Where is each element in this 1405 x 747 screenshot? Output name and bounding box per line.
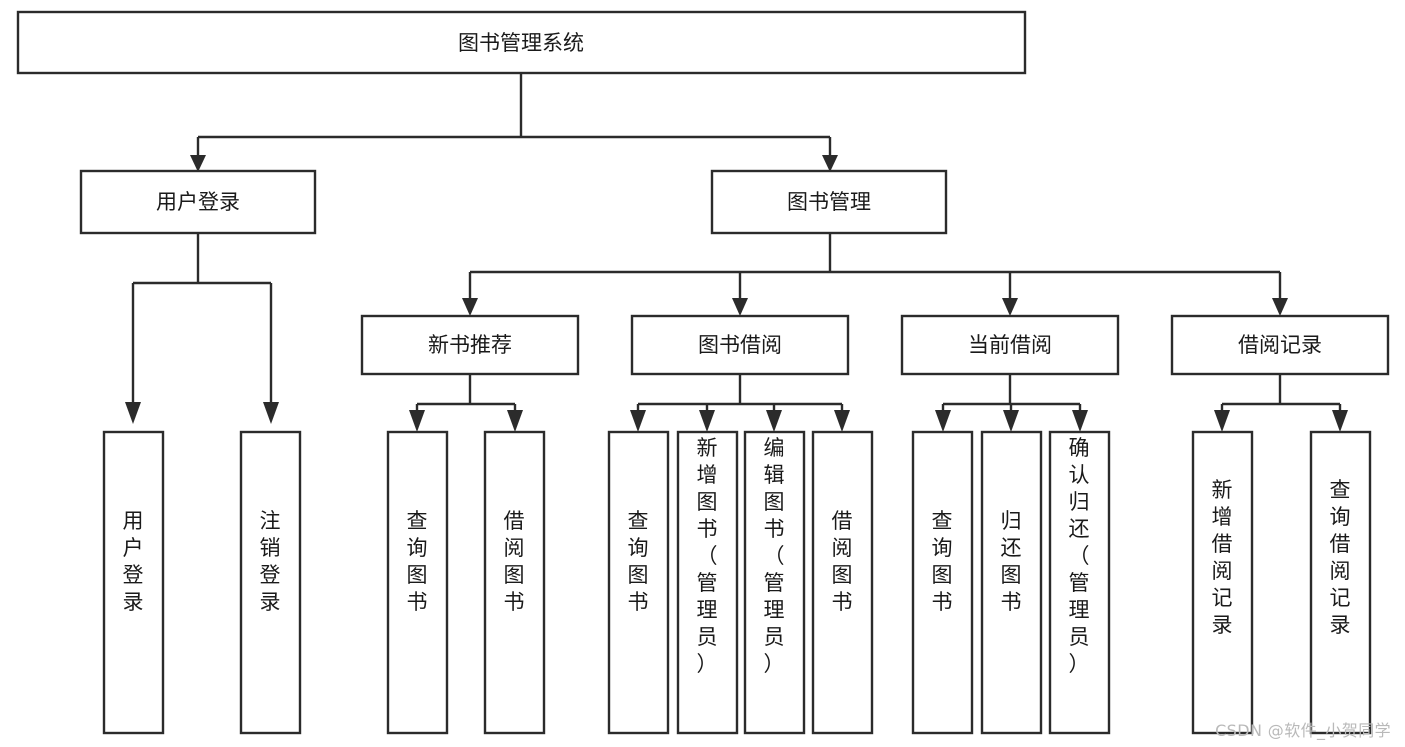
node-new-book-recommend[interactable]: 新书推荐 [360, 314, 580, 376]
node-root-box[interactable] [16, 10, 1027, 75]
leaf-node-query-book-current-box[interactable] [911, 430, 974, 735]
leaf-node-query-book-recommend-label: 查询图书 [407, 509, 428, 614]
leaf-node-add-borrow-record-label: 新增借阅记录 [1212, 478, 1233, 637]
node-current-borrow-box[interactable] [900, 314, 1120, 376]
node-book-borrow-label: 图书借阅 [698, 333, 782, 357]
leaf-node-confirm-return-admin-label: 确认归还（管理员） [1069, 436, 1090, 676]
arrow-borrowrecord-leaf1-icon [1214, 410, 1230, 432]
arrow-bookborrow-leaf3-icon [766, 410, 782, 432]
connector-layer [125, 73, 1348, 432]
node-user-login[interactable]: 用户登录 [79, 169, 317, 235]
node-new-book-recommend-box[interactable] [360, 314, 580, 376]
arrow-borrowrecord-leaf2-icon [1332, 410, 1348, 432]
leaf-node-query-book-borrow-box[interactable] [607, 430, 670, 735]
node-user-login-box[interactable] [79, 169, 317, 235]
leaf-node-query-borrow-record[interactable]: 查询借阅记录 [1309, 430, 1372, 735]
node-root-book-management-system[interactable]: 图书管理系统 [16, 10, 1027, 75]
arrow-currentborrow-leaf2-icon [1003, 410, 1019, 432]
leaf-node-edit-book-admin-label: 编辑图书（管理员） [764, 436, 785, 676]
leaf-node-query-borrow-record-label: 查询借阅记录 [1330, 478, 1351, 637]
leaf-node-borrow-book[interactable]: 借阅图书 [811, 430, 874, 735]
arrow-bookborrow-leaf1-icon [630, 410, 646, 432]
leaf-node-add-book-admin[interactable]: 新增图书（管理员） [676, 430, 739, 735]
leaf-node-edit-book-admin[interactable]: 编辑图书（管理员） [743, 430, 806, 735]
leaf-node-query-book-current-label: 查询图书 [932, 509, 953, 614]
leaf-node-add-borrow-record-box[interactable] [1191, 430, 1254, 735]
arrow-to-borrowrecord-icon [1272, 298, 1288, 316]
arrow-newbook-leaf2-icon [507, 410, 523, 432]
arrow-newbook-leaf1-icon [409, 410, 425, 432]
leaf-node-return-book[interactable]: 归还图书 [980, 430, 1043, 735]
leaf-node-confirm-return-admin-box[interactable] [1048, 430, 1111, 735]
leaf-node-query-book-current[interactable]: 查询图书 [911, 430, 974, 735]
node-book-borrow[interactable]: 图书借阅 [630, 314, 850, 376]
leaf-node-query-book-recommend[interactable]: 查询图书 [386, 430, 449, 735]
leaf-node-query-borrow-record-box[interactable] [1309, 430, 1372, 735]
leaf-node-logout-label: 注销登录 [260, 509, 281, 614]
leaf-node-logout[interactable]: 注销登录 [239, 430, 302, 735]
leaf-node-add-book-admin-label: 新增图书（管理员） [697, 436, 718, 676]
node-current-borrow[interactable]: 当前借阅 [900, 314, 1120, 376]
leaf-node-edit-book-admin-box[interactable] [743, 430, 806, 735]
leaf-node-user-login-box[interactable] [102, 430, 165, 735]
arrow-leaf-user-login-icon [125, 402, 141, 424]
arrow-bookborrow-leaf2-icon [699, 410, 715, 432]
leaf-node-query-book-borrow[interactable]: 查询图书 [607, 430, 670, 735]
leaf-node-user-login-label: 用户登录 [123, 509, 144, 614]
node-new-book-recommend-label: 新书推荐 [428, 333, 512, 357]
node-root-label: 图书管理系统 [458, 31, 584, 55]
leaf-node-query-book-borrow-label: 查询图书 [628, 509, 649, 614]
arrow-to-bookborrow-icon [732, 298, 748, 316]
leaf-node-confirm-return-admin[interactable]: 确认归还（管理员） [1048, 430, 1111, 735]
node-borrow-record-box[interactable] [1170, 314, 1390, 376]
arrow-to-newbook-icon [462, 298, 478, 316]
node-borrow-record[interactable]: 借阅记录 [1170, 314, 1390, 376]
leaf-node-return-book-box[interactable] [980, 430, 1043, 735]
node-borrow-record-label: 借阅记录 [1238, 333, 1322, 357]
leaf-node-borrow-book-box[interactable] [811, 430, 874, 735]
arrow-to-user-login-icon [190, 155, 206, 172]
leaf-node-borrow-book-recommend[interactable]: 借阅图书 [483, 430, 546, 735]
leaf-node-borrow-book-recommend-box[interactable] [483, 430, 546, 735]
leaf-node-borrow-book-label: 借阅图书 [832, 509, 853, 614]
leaf-node-borrow-book-recommend-label: 借阅图书 [504, 509, 525, 614]
leaf-node-user-login[interactable]: 用户登录 [102, 430, 165, 735]
leaf-node-add-borrow-record[interactable]: 新增借阅记录 [1191, 430, 1254, 735]
leaf-node-logout-box[interactable] [239, 430, 302, 735]
node-user-login-label: 用户登录 [156, 190, 240, 214]
node-book-management-label: 图书管理 [787, 190, 871, 214]
arrow-bookborrow-leaf4-icon [834, 410, 850, 432]
arrow-currentborrow-leaf3-icon [1072, 410, 1088, 432]
node-current-borrow-label: 当前借阅 [968, 333, 1052, 357]
arrow-to-currentborrow-icon [1002, 298, 1018, 316]
node-book-management-box[interactable] [710, 169, 948, 235]
node-book-management[interactable]: 图书管理 [710, 169, 948, 235]
leaf-node-return-book-label: 归还图书 [1001, 509, 1022, 614]
arrow-leaf-logout-icon [263, 402, 279, 424]
leaf-node-query-book-recommend-box[interactable] [386, 430, 449, 735]
leaf-node-add-book-admin-box[interactable] [676, 430, 739, 735]
arrow-to-book-mgmt-icon [822, 155, 838, 172]
node-book-borrow-box[interactable] [630, 314, 850, 376]
arrow-currentborrow-leaf1-icon [935, 410, 951, 432]
